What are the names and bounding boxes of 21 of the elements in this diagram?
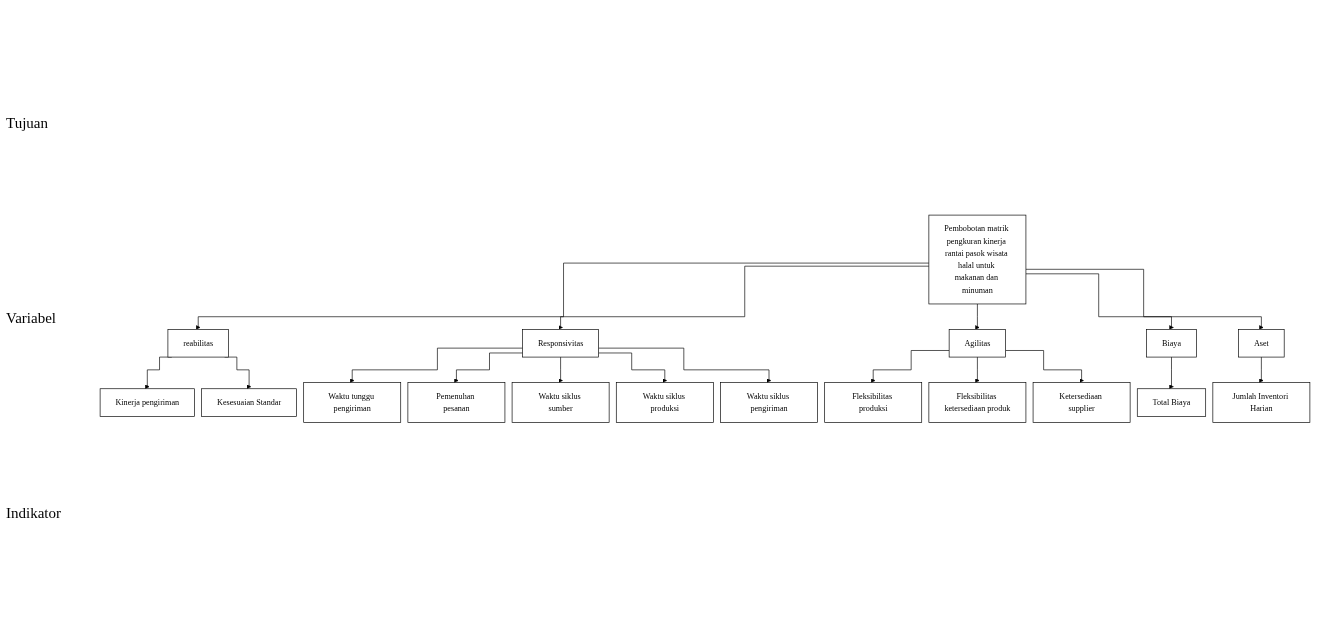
node-box: Fleksibilitas produksi xyxy=(824,382,923,423)
node-box: Biaya xyxy=(1146,328,1197,358)
level-label: Tujuan xyxy=(6,115,49,132)
node-box: Waktu siklus pengiriman xyxy=(720,382,818,423)
level-label: Indikator xyxy=(6,505,62,522)
node-box: reabilitas xyxy=(167,328,229,358)
node-box: Kesesuaian Standar xyxy=(201,388,297,417)
node-box: Waktu siklus produksi xyxy=(615,382,714,423)
node-box: Pemenuhan pesanan xyxy=(407,382,506,423)
node-box: Waktu tunggu pengiriman xyxy=(303,382,402,423)
node-box: Ketersediaan supplier xyxy=(1032,382,1131,423)
node-box: Pembobotan matrik pengkuran kinerja rantai pasok wisata halal untuk makanan dan minuman xyxy=(928,214,1027,304)
node-box: Total Biaya xyxy=(1136,388,1207,417)
level-label: Variabel xyxy=(6,310,57,327)
node-box: Agilitas xyxy=(948,328,1006,358)
node-box: Jumlah Inventori Harian xyxy=(1212,382,1311,423)
node-box: Kinerja pengiriman xyxy=(99,388,195,417)
node-box: Responsivitas xyxy=(522,328,599,358)
node-box: Fleksibilitas ketersediaan produk xyxy=(928,382,1027,423)
node-box: Waktu siklus sumber xyxy=(511,382,610,423)
node-box: Aset xyxy=(1238,328,1285,358)
